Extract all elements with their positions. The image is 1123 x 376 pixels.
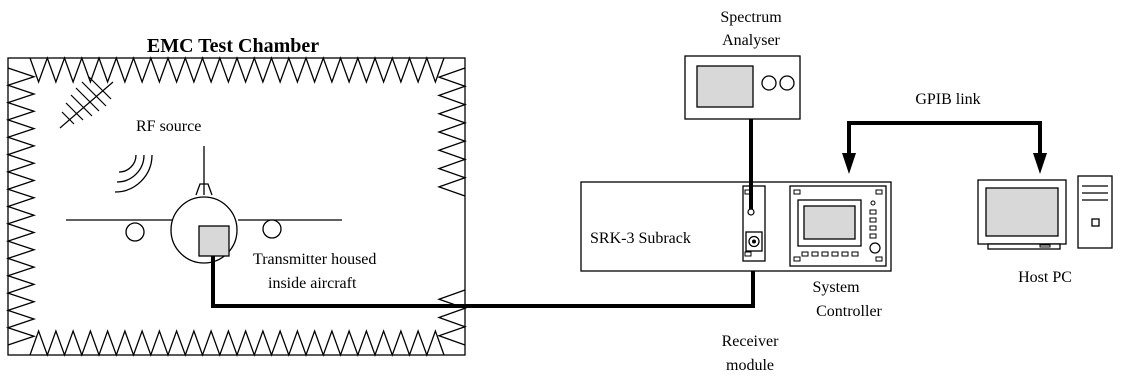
transmitter-box bbox=[199, 226, 229, 256]
gpib-link-label: GPIB link bbox=[915, 91, 980, 108]
emc-chamber bbox=[8, 58, 465, 355]
spectrum-analyser-knob-1 bbox=[762, 76, 776, 90]
gpib-arrow-host bbox=[1033, 153, 1047, 174]
host-pc-label: Host PC bbox=[1018, 269, 1072, 286]
spectrum-analyser-screen bbox=[697, 66, 753, 107]
chamber-wall bbox=[8, 58, 465, 355]
spectrum-analyser bbox=[685, 56, 800, 119]
absorber-cones-right-upper bbox=[439, 68, 465, 196]
system-controller bbox=[790, 186, 886, 266]
controller-screen bbox=[804, 206, 855, 239]
gpib-arrow-controller bbox=[842, 153, 856, 174]
chamber-title: EMC Test Chamber bbox=[147, 35, 319, 57]
absorber-cones-top bbox=[30, 58, 444, 82]
absorber-cones-bottom bbox=[30, 331, 444, 355]
receiver-module bbox=[743, 186, 765, 261]
absorber-cones-right-lower bbox=[439, 290, 465, 345]
receiver-module-label-line1: Receiver bbox=[722, 333, 780, 350]
subrack-label: SRK-3 Subrack bbox=[590, 230, 691, 247]
receiver-module-label-line2: module bbox=[726, 357, 774, 374]
absorber-cones-left bbox=[8, 68, 34, 345]
gpib-link bbox=[842, 123, 1047, 174]
spectrum-connector bbox=[748, 209, 754, 215]
rf-source-label: RF source bbox=[136, 118, 201, 135]
antenna-icon bbox=[60, 77, 113, 128]
spectrum-analyser-knob-2 bbox=[780, 76, 794, 90]
spectrum-analyser-label-line1: Spectrum bbox=[720, 9, 782, 26]
system-controller-label-line2: Controller bbox=[816, 303, 882, 320]
host-pc-icon bbox=[978, 176, 1112, 249]
transmitter-label-line2: inside aircraft bbox=[268, 275, 357, 292]
system-controller-label-line1: System bbox=[812, 279, 860, 296]
pc-tower bbox=[1078, 176, 1112, 248]
rf-wave-icon bbox=[115, 155, 152, 192]
spectrum-analyser-label-line2: Analyser bbox=[722, 32, 780, 49]
transmitter-label-line1: Transmitter housed bbox=[253, 251, 376, 268]
